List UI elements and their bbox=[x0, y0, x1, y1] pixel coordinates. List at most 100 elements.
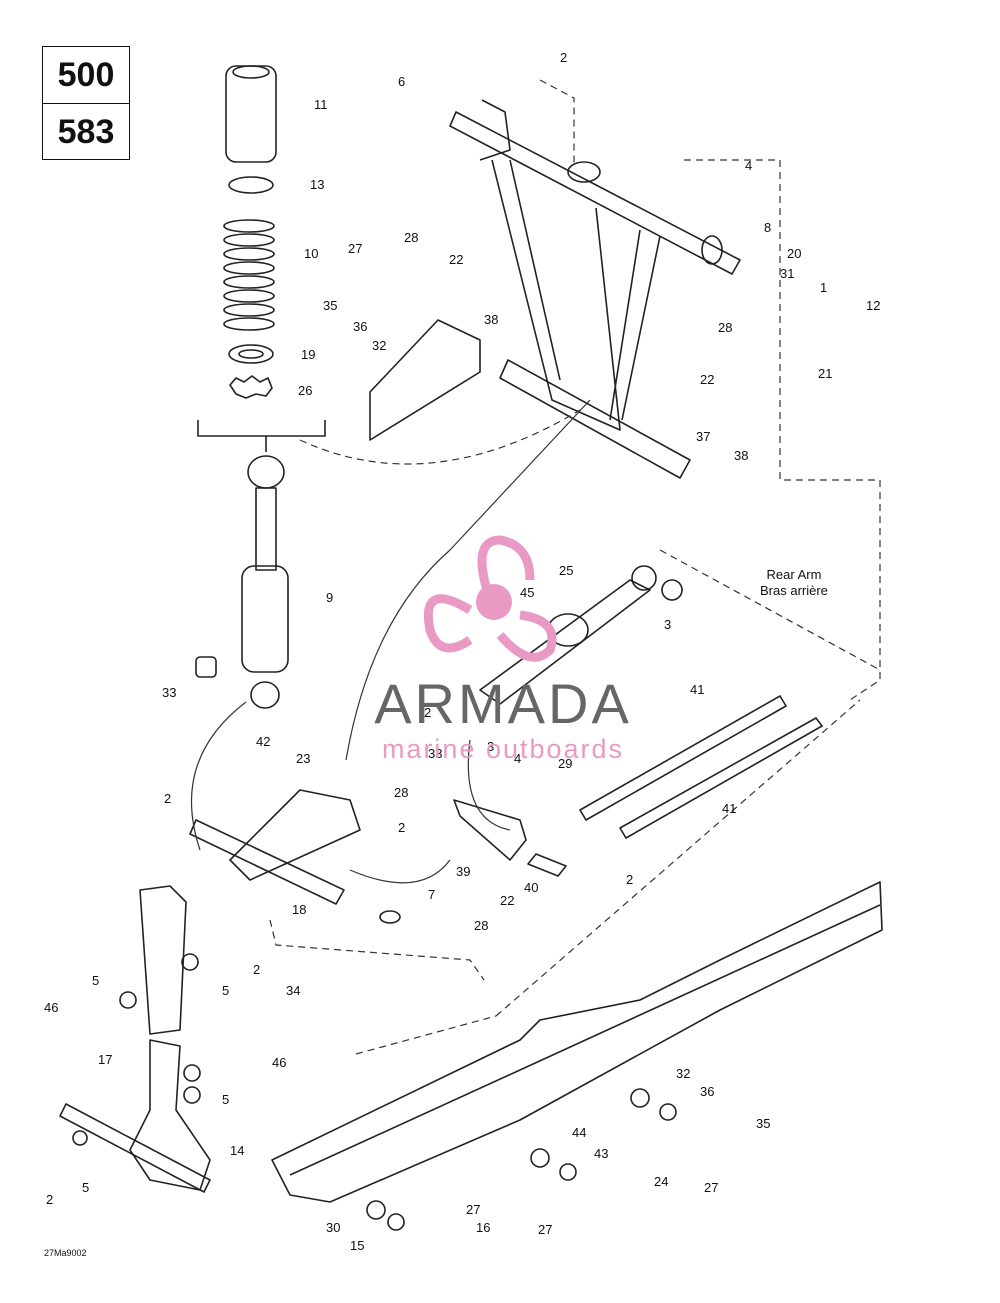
front-arm bbox=[449, 99, 741, 479]
callout-22: 22 bbox=[500, 893, 514, 908]
callout-17: 17 bbox=[98, 1052, 112, 1067]
spring-cover bbox=[225, 65, 277, 163]
rod-upper bbox=[579, 695, 787, 821]
callout-27: 27 bbox=[704, 1180, 718, 1195]
model-500: 500 bbox=[57, 55, 115, 94]
callout-18: 18 bbox=[292, 902, 306, 917]
callout-45: 45 bbox=[520, 585, 534, 600]
callout-46: 46 bbox=[44, 1000, 58, 1015]
assembly-curves bbox=[190, 399, 591, 884]
rod-lower bbox=[619, 717, 823, 839]
callout-4: 4 bbox=[745, 158, 752, 173]
slide-rail bbox=[271, 881, 883, 1203]
callout-2: 2 bbox=[164, 791, 171, 806]
spring-stopper bbox=[228, 176, 274, 194]
rear-arm-en: Rear Arm bbox=[766, 567, 822, 582]
watermark-logo bbox=[423, 535, 557, 662]
callout-26: 26 bbox=[298, 383, 312, 398]
adjuster-ring bbox=[229, 375, 273, 399]
shock-top-eye bbox=[247, 455, 285, 489]
callout-41: 41 bbox=[722, 801, 736, 816]
callout-5: 5 bbox=[222, 983, 229, 998]
callout-5: 5 bbox=[222, 1092, 229, 1107]
callout-25: 25 bbox=[559, 563, 573, 578]
callout-10: 10 bbox=[304, 246, 318, 261]
callout-37: 37 bbox=[696, 429, 710, 444]
callout-35: 35 bbox=[756, 1116, 770, 1131]
callout-2: 2 bbox=[560, 50, 567, 65]
callout-33: 33 bbox=[162, 685, 176, 700]
callout-28: 28 bbox=[394, 785, 408, 800]
callout-11: 11 bbox=[314, 97, 328, 112]
shock-bottom-eye bbox=[250, 681, 280, 709]
callout-13: 13 bbox=[310, 177, 324, 192]
bushing bbox=[195, 656, 217, 678]
callout-44: 44 bbox=[572, 1125, 586, 1140]
callout-19: 19 bbox=[301, 347, 315, 362]
callout-38: 38 bbox=[484, 312, 498, 327]
callout-3: 3 bbox=[664, 617, 671, 632]
callout-5: 5 bbox=[82, 1180, 89, 1195]
dashed-guides bbox=[269, 79, 881, 1055]
callout-27: 27 bbox=[538, 1222, 552, 1237]
callout-32: 32 bbox=[676, 1066, 690, 1081]
callout-34: 34 bbox=[286, 983, 300, 998]
callout-15: 15 bbox=[350, 1238, 364, 1253]
callout-35: 35 bbox=[323, 298, 337, 313]
rear-arm-fr: Bras arrière bbox=[760, 583, 828, 598]
rear-linkage bbox=[189, 565, 823, 924]
callout-36: 36 bbox=[700, 1084, 714, 1099]
callout-2: 2 bbox=[424, 705, 431, 720]
cross-shaft bbox=[189, 819, 345, 905]
callout-27: 27 bbox=[466, 1202, 480, 1217]
callout-27: 27 bbox=[348, 241, 362, 256]
callout-14: 14 bbox=[230, 1143, 244, 1158]
callout-6: 6 bbox=[398, 74, 405, 89]
hardware bbox=[366, 1088, 677, 1231]
callout-29: 29 bbox=[558, 756, 572, 771]
callout-46: 46 bbox=[272, 1055, 286, 1070]
callout-5: 5 bbox=[92, 973, 99, 988]
callout-layer: 2648111310192627282235363238203111221282… bbox=[44, 50, 880, 1253]
callout-23: 23 bbox=[296, 751, 310, 766]
callout-28: 28 bbox=[718, 320, 732, 335]
callout-38: 38 bbox=[734, 448, 748, 463]
spring-seat bbox=[228, 344, 274, 364]
callout-22: 22 bbox=[449, 252, 463, 267]
callout-20: 20 bbox=[787, 246, 801, 261]
callout-7: 7 bbox=[428, 887, 435, 902]
callout-16: 16 bbox=[476, 1220, 490, 1235]
watermark-tagline: marine outboards bbox=[381, 734, 625, 764]
callout-9: 9 bbox=[326, 590, 333, 605]
callout-33: 33 bbox=[428, 746, 442, 761]
rear-arm-label: Rear Arm Bras arrière bbox=[760, 567, 828, 599]
callout-3: 3 bbox=[487, 739, 494, 754]
callout-39: 39 bbox=[456, 864, 470, 879]
leg-assembly bbox=[59, 885, 211, 1193]
callout-28: 28 bbox=[474, 918, 488, 933]
model-583: 583 bbox=[43, 103, 129, 160]
figure-code: 27Ma9002 bbox=[44, 1248, 87, 1258]
callout-42: 42 bbox=[256, 734, 270, 749]
callout-32: 32 bbox=[372, 338, 386, 353]
callout-8: 8 bbox=[764, 220, 771, 235]
callout-31: 31 bbox=[780, 266, 794, 281]
spring bbox=[223, 219, 275, 331]
callout-2: 2 bbox=[626, 872, 633, 887]
callout-2: 2 bbox=[46, 1192, 53, 1207]
pivot-bracket bbox=[229, 789, 361, 881]
callout-1: 1 bbox=[820, 280, 827, 295]
callout-28: 28 bbox=[404, 230, 418, 245]
callout-41: 41 bbox=[690, 682, 704, 697]
watermark-text: ARMADA marine outboards bbox=[348, 676, 658, 763]
link-arm bbox=[453, 799, 527, 861]
rail-fragment bbox=[369, 319, 481, 441]
shock-stack bbox=[195, 65, 326, 709]
callout-2: 2 bbox=[253, 962, 260, 977]
callout-12: 12 bbox=[866, 298, 880, 313]
callout-40: 40 bbox=[524, 880, 538, 895]
model-box: 500 583 bbox=[42, 46, 130, 160]
callout-24: 24 bbox=[654, 1174, 668, 1189]
